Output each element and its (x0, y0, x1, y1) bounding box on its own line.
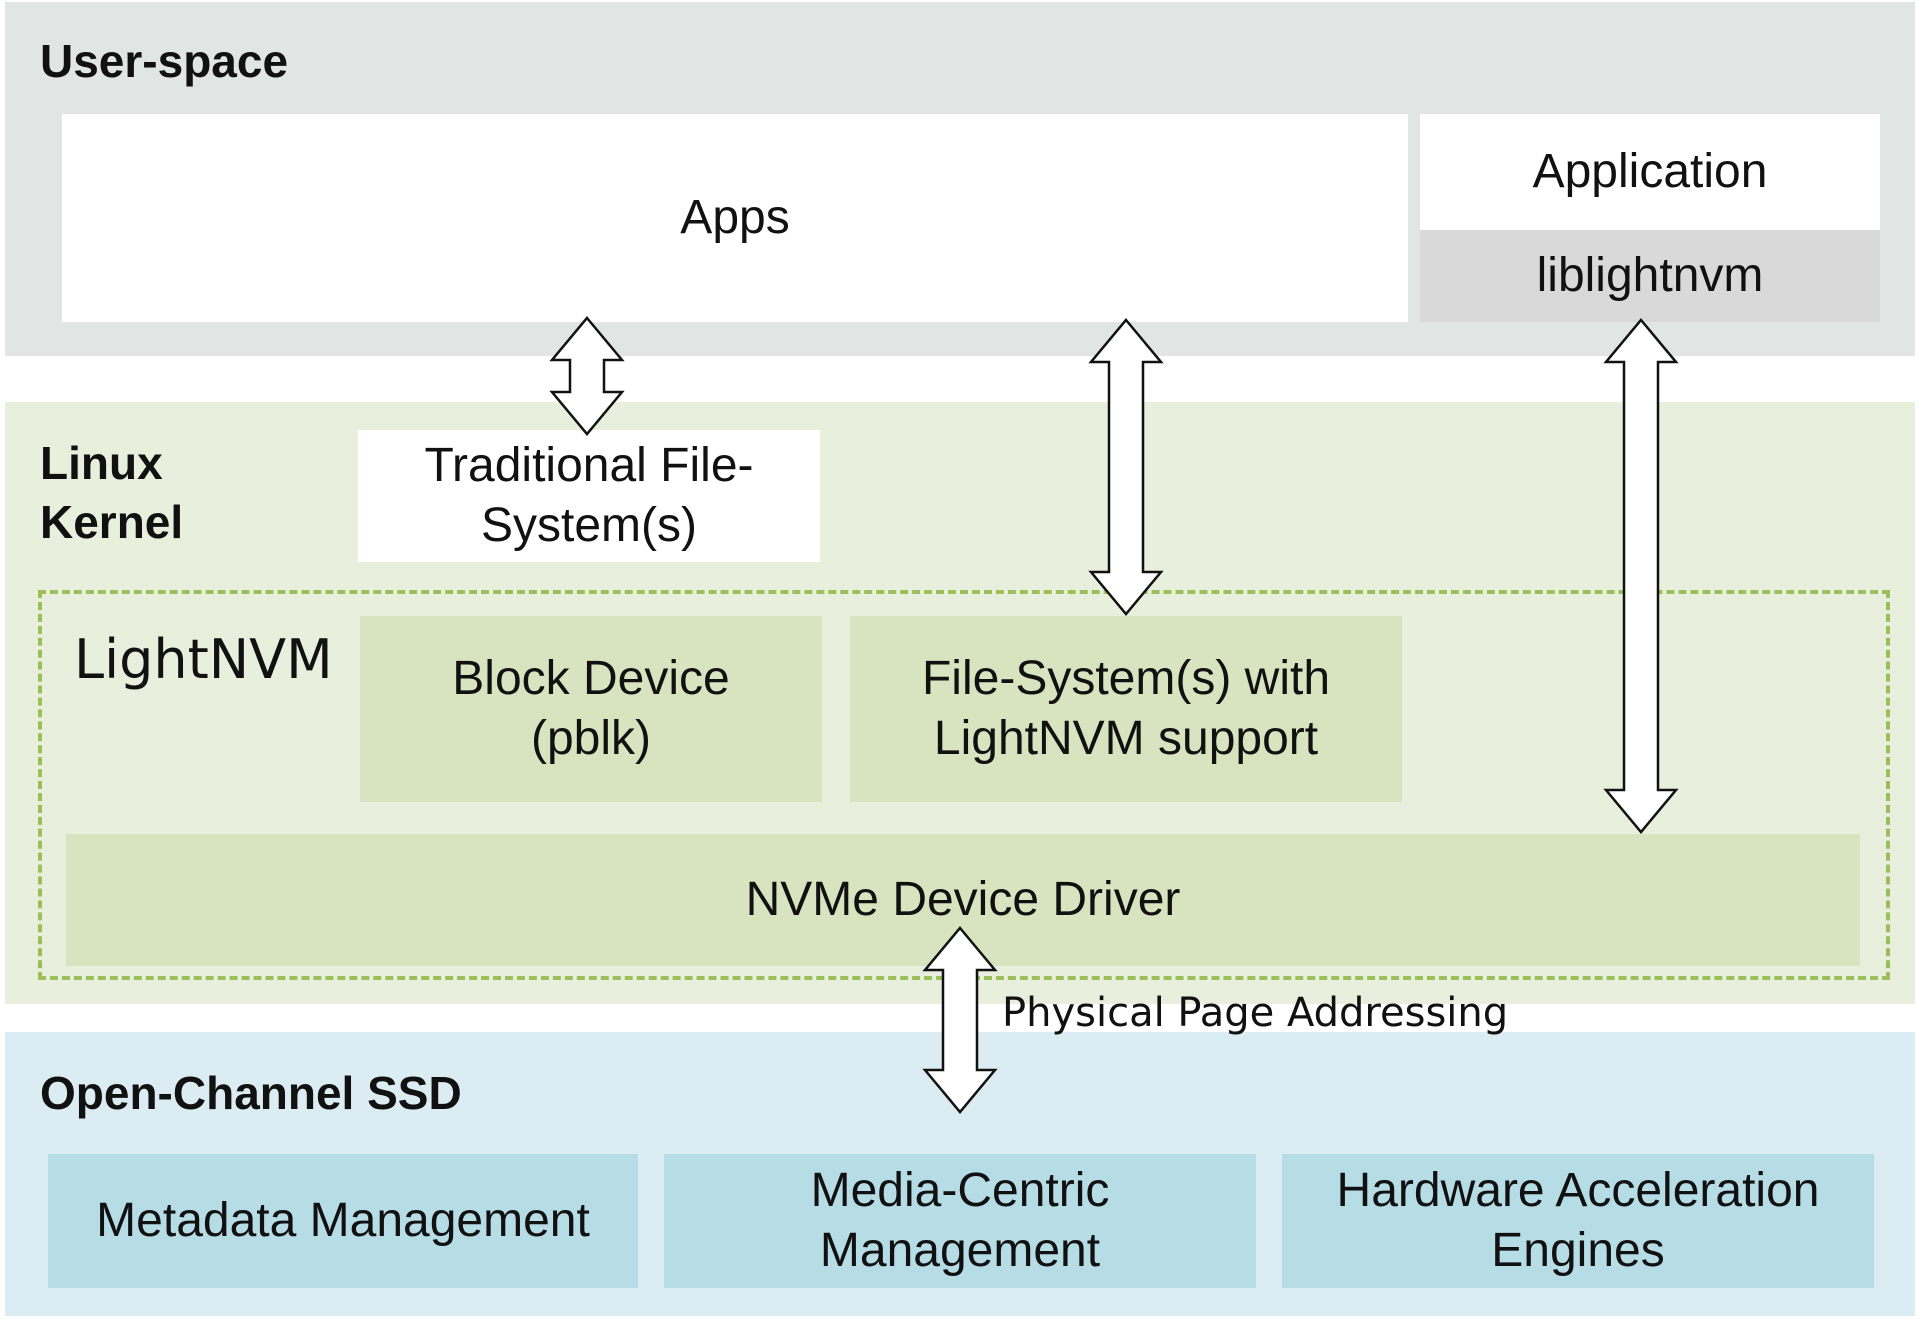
nvme-to-ssd-arrow (922, 926, 998, 1114)
nvme-driver-label: NVMe Device Driver (745, 873, 1181, 926)
apps-label: Apps (680, 191, 790, 244)
metadata-management-label: Metadata Management (96, 1194, 590, 1247)
application-box: Application (1420, 114, 1880, 230)
lightnvm-fs-box: File-System(s) with LightNVM support (850, 616, 1402, 802)
application-label: Application (1532, 145, 1768, 198)
apps-to-traditional-fs-arrow (549, 316, 625, 436)
user-space-heading: User-space (40, 35, 289, 87)
physical-page-addressing-label: Physical Page Addressing (1002, 990, 1509, 1036)
block-device-box: Block Device (pblk) (360, 616, 822, 802)
apps-box: Apps (62, 114, 1408, 322)
lightnvm-label: LightNVM (74, 628, 333, 691)
metadata-management-box: Metadata Management (48, 1154, 638, 1288)
open-channel-ssd-heading: Open-Channel SSD (40, 1067, 462, 1119)
hardware-acceleration-box: Hardware Acceleration Engines (1282, 1154, 1874, 1288)
apps-to-lightnvm-fs-arrow (1088, 318, 1164, 616)
linux-kernel-heading: Linux Kernel (40, 437, 184, 548)
liblightnvm-label: liblightnvm (1536, 249, 1764, 302)
traditional-fs-box: Traditional File- System(s) (358, 430, 820, 562)
liblightnvm-to-nvme-arrow (1603, 318, 1679, 834)
liblightnvm-box: liblightnvm (1420, 230, 1880, 322)
media-centric-management-box: Media-Centric Management (664, 1154, 1256, 1288)
